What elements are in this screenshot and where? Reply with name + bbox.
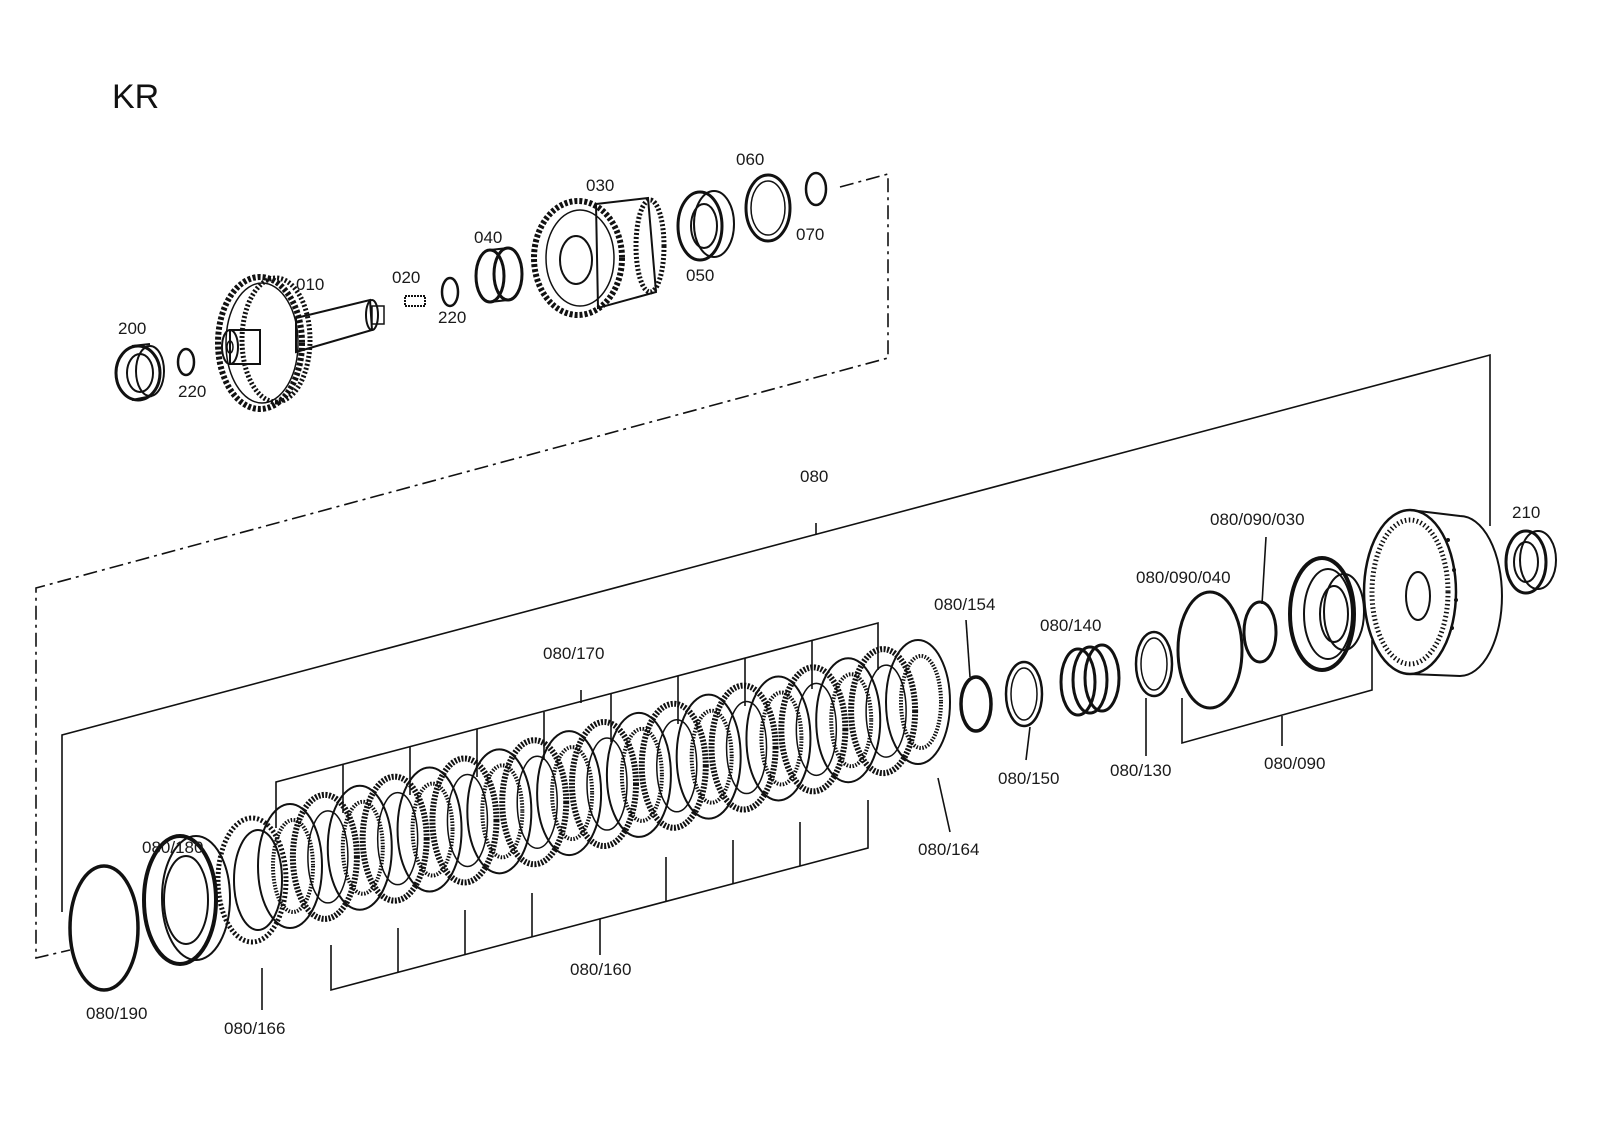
part-080-180-pressure-plate[interactable] [142, 834, 231, 966]
clutch-plate-bore [446, 773, 489, 868]
clutch-plate-bore [619, 726, 664, 823]
leader-080-150 [1025, 726, 1031, 761]
part-080-090-030-piston[interactable] [1288, 556, 1365, 672]
bracket-080-160 [330, 800, 869, 992]
clutch-plate-bore [516, 755, 558, 849]
label-080: 080 [800, 467, 828, 486]
clutch-plate-bore [829, 672, 874, 769]
leader-080-164 [937, 777, 951, 833]
part-080-130-ring[interactable] [1134, 630, 1174, 698]
clutch-plate [569, 719, 639, 849]
part-060-snap-ring[interactable] [744, 173, 792, 243]
clutch-plate [466, 748, 533, 875]
clutch-plate [848, 646, 919, 777]
clutch-plate [815, 657, 882, 784]
clutch-plate-bore [340, 799, 385, 896]
clutch-plate [359, 773, 430, 904]
label-010: 010 [296, 275, 324, 294]
clutch-plate [708, 682, 779, 813]
label-040: 040 [474, 228, 502, 247]
label-050: 050 [686, 266, 714, 285]
label-080-166: 080/166 [224, 1019, 285, 1038]
clutch-plate [745, 675, 812, 802]
part-080-166-end-plate[interactable] [215, 815, 289, 945]
clutch-plate [675, 693, 742, 820]
label-080-154: 080/154 [934, 595, 995, 614]
leader-080-154 [965, 619, 971, 678]
bracket-080-170 [275, 621, 879, 828]
clutch-plate-bore [271, 818, 315, 914]
clutch-plate [605, 711, 672, 838]
label-080-090-030: 080/090/030 [1210, 510, 1305, 529]
part-220-snap-ring-mid[interactable] [440, 276, 460, 308]
part-210-bearing[interactable] [1504, 529, 1557, 595]
part-010-gear-shaft[interactable] [215, 274, 385, 412]
clutch-plate-bore [795, 682, 838, 777]
clutch-plate [885, 639, 951, 765]
part-080-160-170-plate-stack[interactable] [257, 639, 951, 929]
label-080-164: 080/164 [918, 840, 979, 859]
label-020: 020 [392, 268, 420, 287]
clutch-plate-bore [307, 810, 349, 904]
clutch-plate [289, 791, 360, 922]
clutch-plate-bore [550, 745, 595, 842]
label-210: 210 [1512, 503, 1540, 522]
clutch-plate-bore [689, 708, 734, 805]
clutch-plate-bore [899, 654, 943, 750]
part-200-bearing[interactable] [114, 343, 165, 402]
clutch-plate [778, 664, 849, 795]
clutch-plate-bore [376, 791, 419, 886]
bracket-080 [61, 353, 1491, 912]
part-020-pin[interactable] [404, 295, 426, 307]
label-080-190: 080/190 [86, 1004, 147, 1023]
label-080-160: 080/160 [570, 960, 631, 979]
diagram-title: KR [112, 78, 159, 116]
part-050-bearing[interactable] [676, 190, 735, 262]
part-080-150-ring[interactable] [1004, 660, 1044, 728]
label-220-left: 220 [178, 382, 206, 401]
clutch-plate [429, 755, 500, 886]
clutch-plate [499, 737, 570, 868]
part-080-140-spring[interactable] [1059, 643, 1121, 717]
part-080-090-seal-ring[interactable] [1176, 590, 1244, 710]
clutch-plate [396, 766, 463, 893]
label-060: 060 [736, 150, 764, 169]
clutch-plate-bore [865, 664, 907, 758]
part-070-circlip[interactable] [804, 171, 828, 207]
part-080-090-040-o-ring[interactable] [1242, 600, 1278, 664]
part-080-090-clutch-drum[interactable] [1362, 508, 1503, 678]
clutch-plate-bore [586, 737, 628, 831]
label-070: 070 [796, 225, 824, 244]
part-220-snap-ring-left[interactable] [176, 347, 196, 377]
label-080-180: 080/180 [142, 838, 203, 857]
label-080-150: 080/150 [998, 769, 1059, 788]
label-080-170: 080/170 [543, 644, 604, 663]
label-080-140: 080/140 [1040, 616, 1101, 635]
label-030: 030 [586, 176, 614, 195]
bracket-080-090 [1181, 640, 1373, 745]
part-080-190-snap-ring[interactable] [68, 864, 140, 992]
label-080-090-040: 080/090/040 [1136, 568, 1231, 587]
label-200: 200 [118, 319, 146, 338]
clutch-plate-bore [480, 763, 525, 860]
assembly-boundary-upper [35, 172, 889, 960]
label-080-130: 080/130 [1110, 761, 1171, 780]
leader-080-090-030 [1261, 536, 1267, 605]
clutch-plate-bore [410, 781, 455, 878]
clutch-plate-bore [759, 690, 804, 787]
part-080-154-snap-ring[interactable] [959, 675, 993, 733]
label-080-090: 080/090 [1264, 754, 1325, 773]
part-040-needle-bearing[interactable] [474, 246, 524, 304]
clutch-plate-bore [656, 719, 698, 813]
clutch-plate [536, 730, 603, 857]
part-030-gear[interactable] [531, 196, 667, 318]
label-220-mid: 220 [438, 308, 466, 327]
clutch-plate [638, 700, 709, 831]
clutch-plate-bore [725, 700, 768, 795]
clutch-plate [326, 784, 393, 911]
clutch-plate [257, 803, 323, 929]
